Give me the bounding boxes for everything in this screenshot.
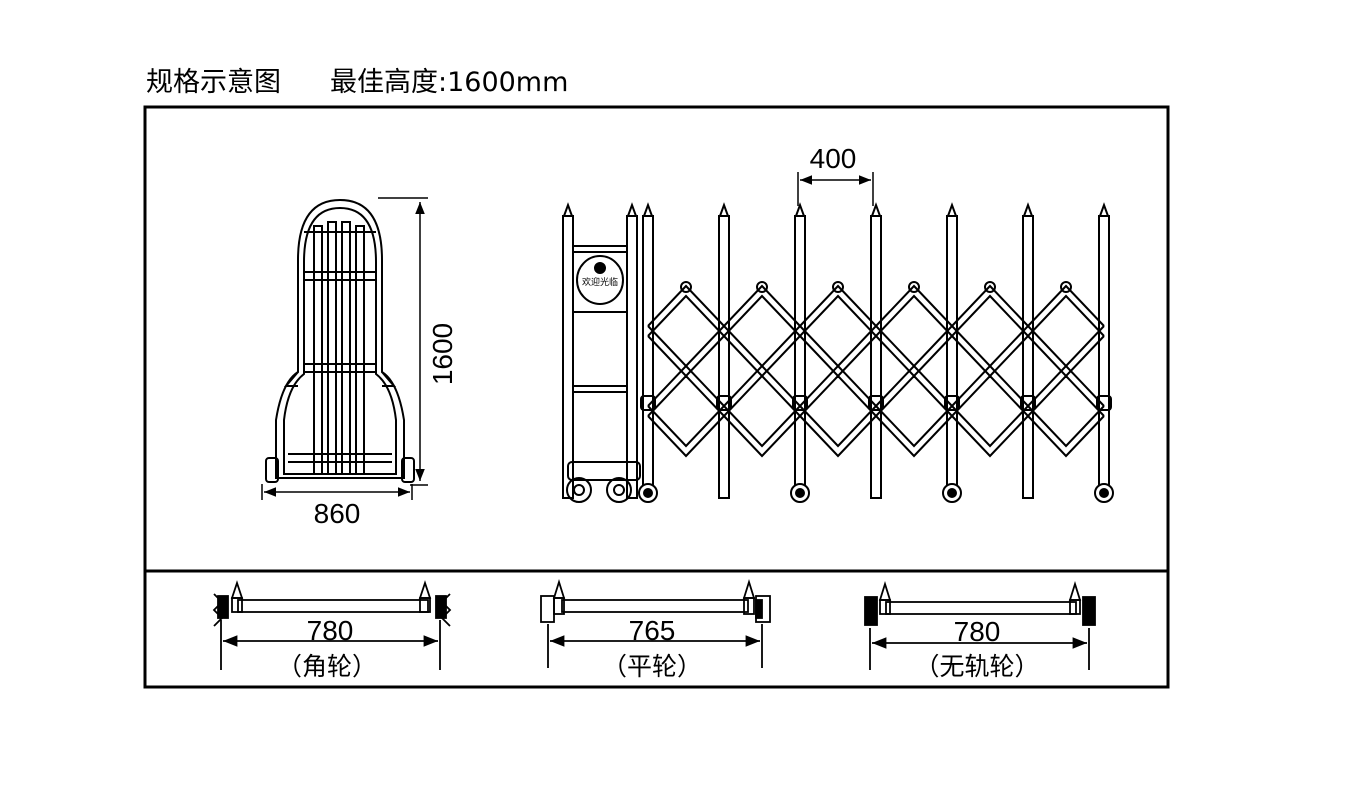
best-height-value: :1600mm [438,67,569,98]
wheel-caption: （平轮） [602,652,702,681]
front-view [562,202,1105,503]
upright [718,202,730,499]
upright [946,202,958,499]
best-height-text: 最佳高度 [330,67,438,98]
castor-wheel [638,483,658,503]
diagram-title: 规格示意图 [146,67,281,98]
castor-wheel [942,483,962,503]
front-uprights [640,202,1112,499]
upright [1022,202,1034,499]
upright [642,202,654,499]
side-height-label: 1600 [427,323,458,385]
upright [794,202,806,499]
wheel-type-trackless [864,580,1096,670]
spacing-label: 400 [810,143,857,174]
wheel-width-label: 765 [629,615,676,646]
upright [870,202,882,499]
wheel-width-label: 780 [954,616,1001,647]
welcome-sign-text: 欢迎光临 [582,276,618,288]
castor-wheel [1094,483,1114,503]
wheel-type-flat [540,578,771,668]
best-height-label: 最佳高度:1600mm [330,66,568,100]
castor-wheels [638,483,1114,503]
wheel-frame [143,569,1170,689]
upright [1098,202,1110,499]
wheel-type-corner [212,580,452,670]
side-view [265,198,415,483]
wheel-caption: （无轨轮） [914,652,1039,681]
side-height-dimension [378,197,428,486]
wheel-width-label: 780 [307,615,354,646]
side-width-label: 860 [314,498,361,529]
castor-wheel [790,483,810,503]
side-width-dimension [261,484,413,500]
wheel-caption: （角轮） [277,652,377,681]
spacing-dimension [797,172,874,206]
